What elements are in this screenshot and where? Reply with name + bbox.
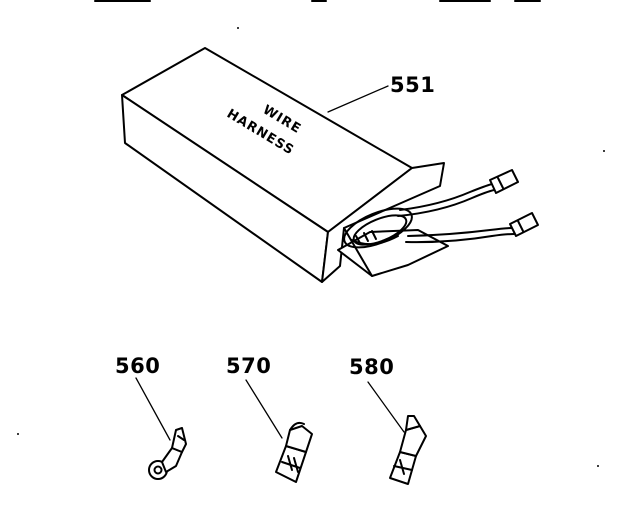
callout-551: 551 xyxy=(327,73,435,113)
wire-harness-box: WIRE HARNESS xyxy=(121,47,539,283)
scan-edge-marks xyxy=(17,0,605,467)
spade-terminal-580: 580 xyxy=(349,355,427,485)
part-number-580: 580 xyxy=(349,355,394,379)
part-number-551: 551 xyxy=(390,73,435,97)
clip-terminal-570: 570 xyxy=(226,354,313,483)
part-number-560: 560 xyxy=(115,354,160,378)
ring-terminal-560: 560 xyxy=(115,354,187,480)
part-number-570: 570 xyxy=(226,354,271,378)
